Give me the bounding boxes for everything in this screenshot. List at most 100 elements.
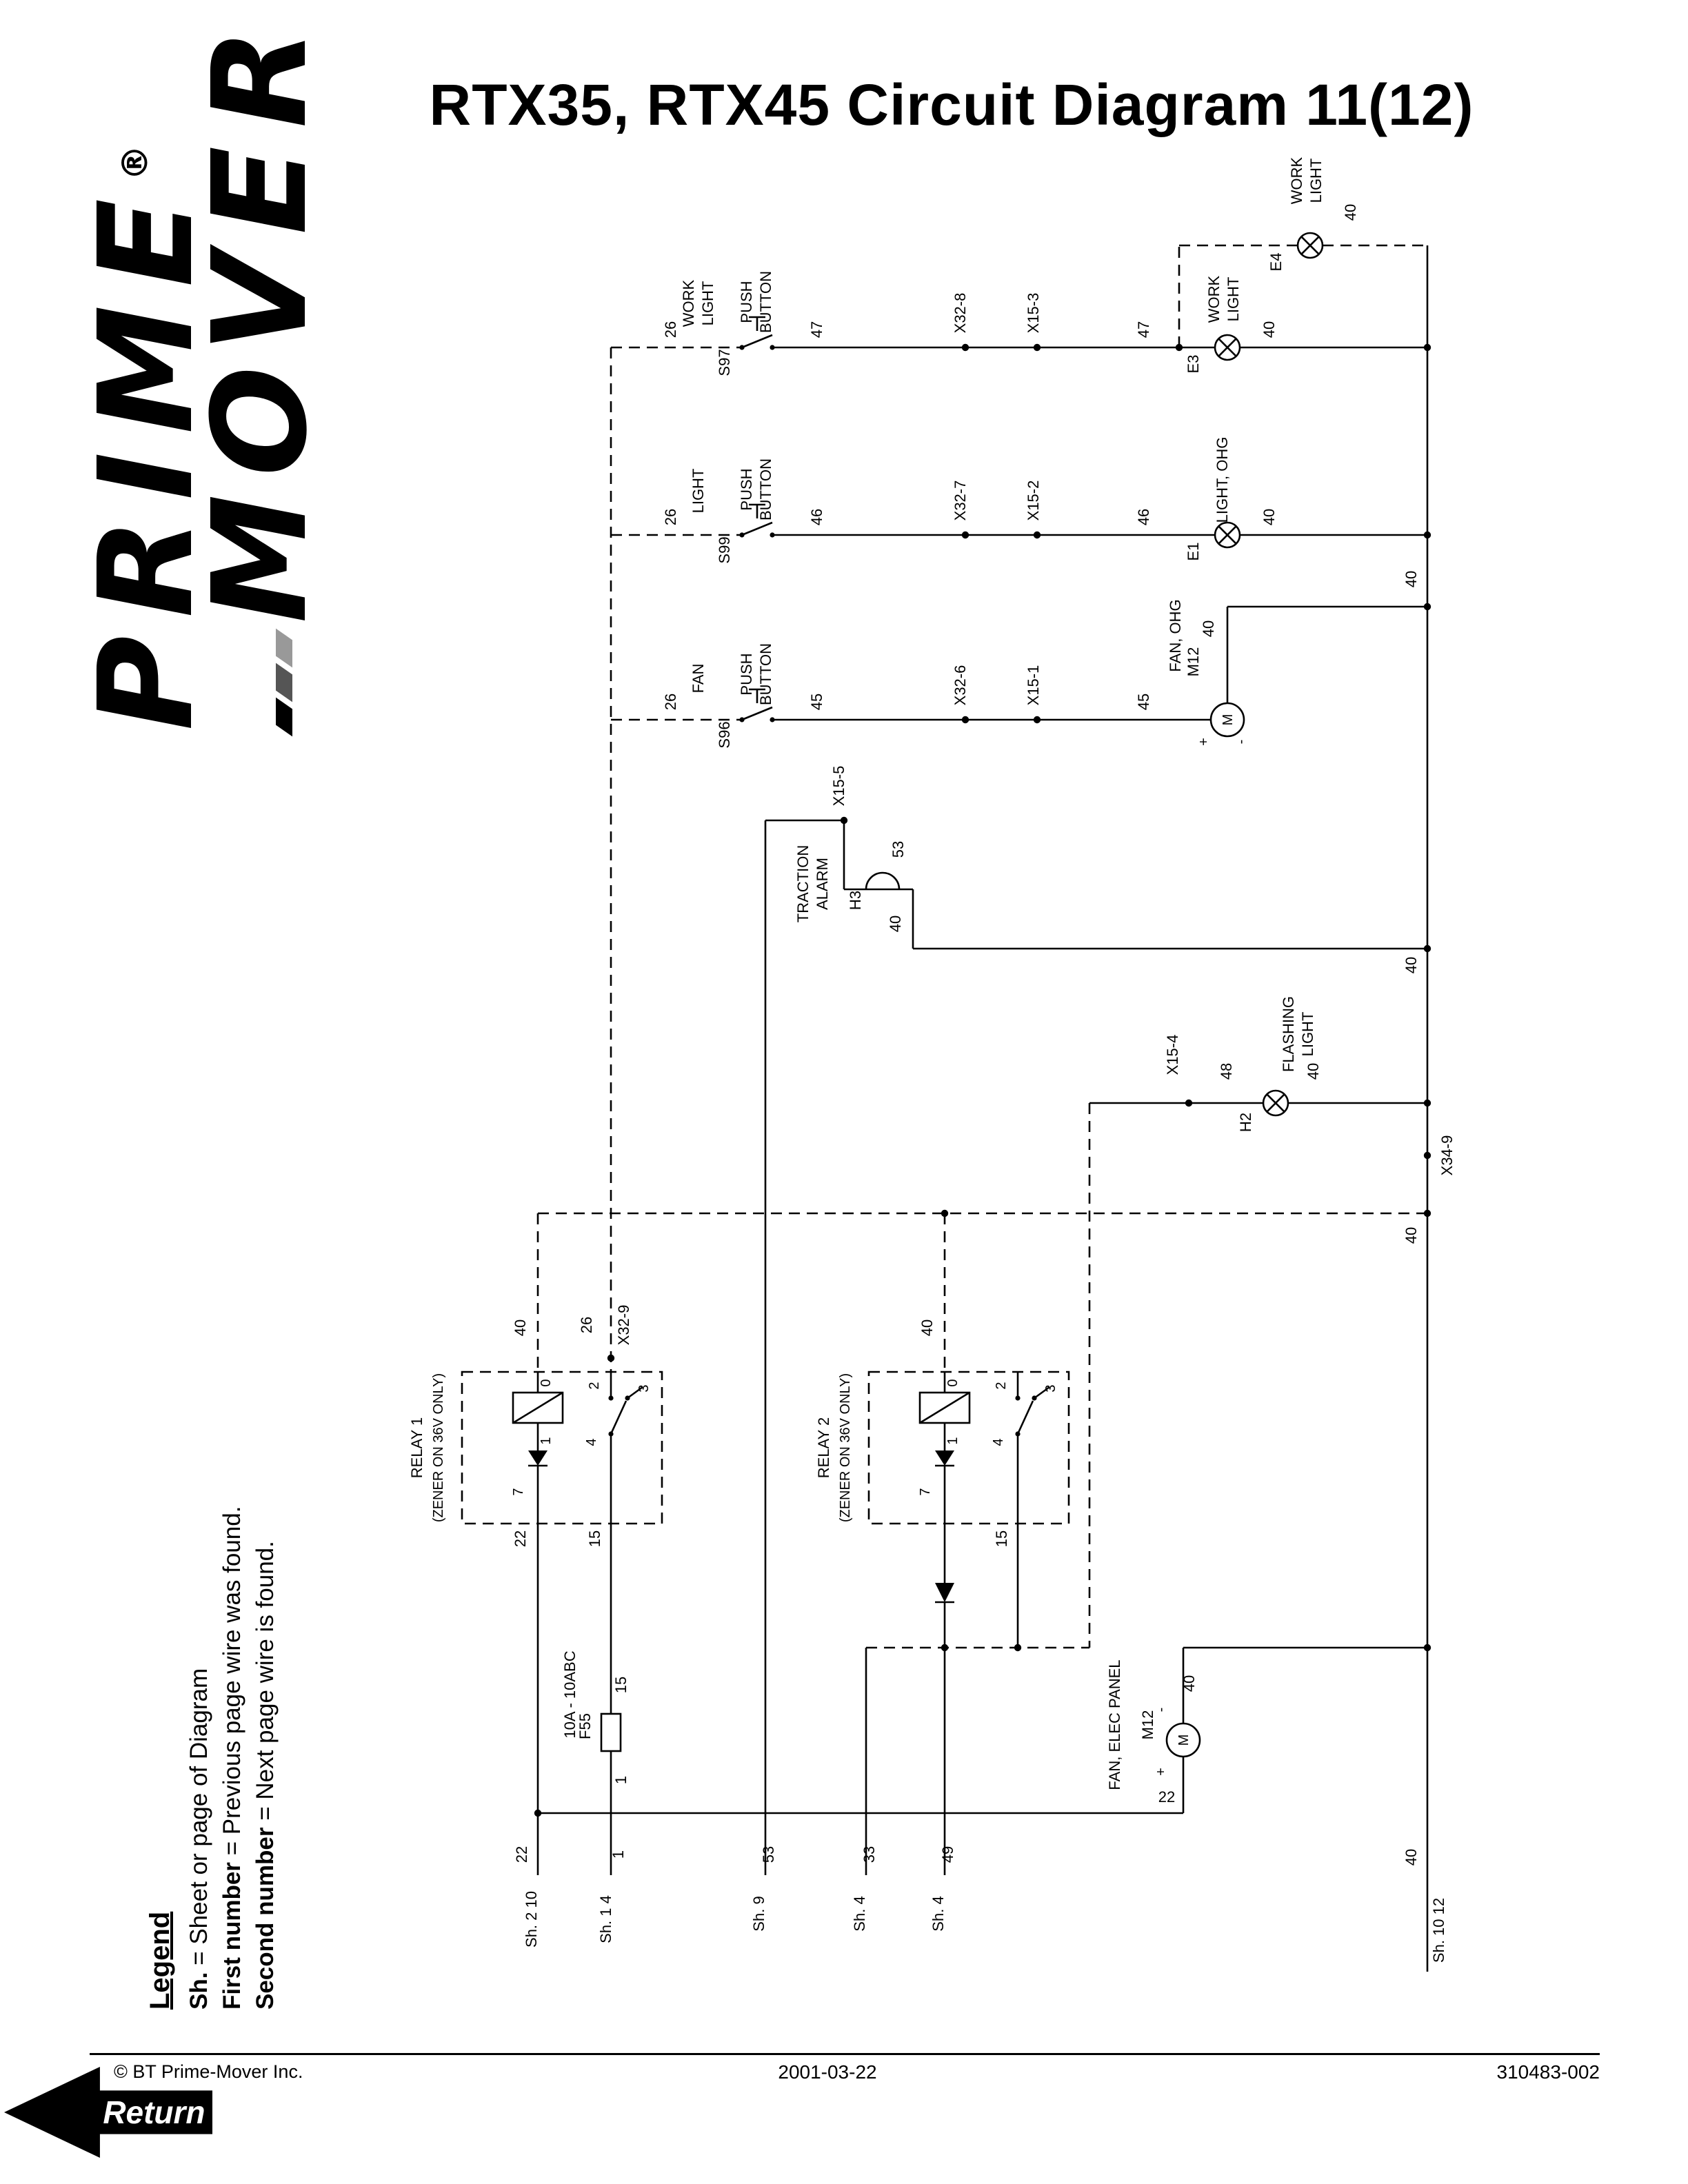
wire-label: 47	[1135, 321, 1152, 338]
component-ref: E1	[1185, 543, 1202, 561]
wire-label: 22	[1158, 1788, 1175, 1806]
lamp-e1	[1214, 521, 1241, 549]
connector-label: X32-7	[952, 481, 969, 521]
relay1-box	[461, 1371, 663, 1525]
relay1-coil	[512, 1391, 564, 1424]
pin-label: 3	[636, 1384, 652, 1392]
pin-label: 1	[945, 1437, 961, 1444]
pin-label: 4	[584, 1438, 599, 1446]
wire-label: 46	[808, 509, 825, 525]
lamp-cross	[1300, 236, 1320, 255]
relay1-zener-diode	[528, 1450, 547, 1466]
relay2-zener-diode	[935, 1450, 954, 1466]
wire-label: 40	[1403, 571, 1420, 587]
wire-label: 40	[1342, 204, 1359, 221]
sheet-ref: Sh. 10 12	[1430, 1898, 1447, 1963]
lamp-cross	[1218, 525, 1237, 545]
relay2-coil	[918, 1391, 971, 1424]
component-ref: M12	[1139, 1710, 1156, 1740]
polarity-label: +	[1154, 1768, 1169, 1776]
wire-label: 33	[861, 1846, 878, 1863]
connector-label: X15-2	[1025, 481, 1042, 521]
page-title: RTX35, RTX45 Circuit Diagram 11(12)	[429, 72, 1474, 137]
component-name: ALARM	[814, 858, 831, 910]
wire-dashed	[536, 244, 1427, 1649]
wire-label: 48	[1218, 1063, 1235, 1080]
pin-label: 7	[511, 1488, 526, 1495]
pin-label: 2	[587, 1382, 602, 1389]
component-name: FAN, OHG	[1167, 599, 1184, 671]
component-ref: E3	[1185, 355, 1202, 374]
footer-date: 2001-03-22	[778, 2061, 877, 2083]
component-ref: E4	[1267, 253, 1285, 272]
sheet-ref: Sh. 4	[930, 1896, 947, 1931]
component-name: 10A - 10ABC	[561, 1650, 579, 1738]
wire-label: 15	[993, 1530, 1010, 1547]
motor-m: M	[1220, 714, 1236, 726]
sheet-ref: Sh. 4	[851, 1896, 868, 1931]
component-name: LIGHT	[1299, 1012, 1316, 1057]
wire-label: 47	[808, 321, 825, 338]
component-name: WORK	[1288, 156, 1305, 204]
component-name: BUTTON	[757, 271, 774, 333]
component-ref: M12	[1185, 647, 1202, 677]
sheet-ref: Sh. 2 10	[523, 1891, 540, 1948]
connector-label: X32-8	[952, 293, 969, 334]
wire-label: 26	[662, 509, 679, 525]
connector-label: X34-9	[1438, 1135, 1456, 1176]
component-name: WORK	[1205, 275, 1223, 323]
relay2-box	[867, 1371, 1070, 1525]
wire-label: 15	[612, 1677, 630, 1693]
wire-label: 40	[1260, 321, 1278, 338]
wire-label: 22	[513, 1846, 530, 1863]
fuse-f55	[600, 1712, 622, 1752]
wire-label: 1	[612, 1776, 630, 1784]
wire-label: 40	[1180, 1675, 1198, 1692]
pin-label: 0	[539, 1379, 554, 1386]
relay1-coil-diagonal	[512, 1391, 563, 1424]
sheet-ref: Sh. 1 4	[597, 1895, 614, 1943]
component-name: RELAY 2	[815, 1417, 832, 1478]
component-name: LIGHT	[699, 281, 716, 326]
pin-label: 0	[945, 1379, 961, 1386]
component-ref: F55	[576, 1713, 594, 1739]
wire-label: 45	[808, 694, 825, 710]
connector-label: X15-5	[830, 766, 847, 807]
wire-label: 40	[1403, 957, 1420, 973]
wire-label: 26	[662, 694, 679, 710]
motor-m12-ohg	[1209, 702, 1245, 738]
motor-m: M	[1176, 1735, 1192, 1746]
wire	[772, 245, 1429, 1972]
component-name: LIGHT	[690, 469, 707, 514]
component-name: FAN	[690, 664, 707, 694]
lamp-cross	[1218, 338, 1237, 357]
wire-label: 46	[1135, 509, 1152, 525]
component-name: WORK	[680, 279, 697, 327]
relay2-coil-diagonal	[919, 1391, 970, 1424]
push-button-switch	[741, 503, 773, 536]
lamp-h2	[1262, 1089, 1289, 1117]
component-name: LIGHT, OHG	[1214, 437, 1231, 523]
relay-internal-wires	[536, 1372, 1050, 1524]
pin-label: 2	[994, 1382, 1009, 1389]
wire-label: 26	[578, 1317, 595, 1333]
polarity-label: -	[1234, 740, 1249, 745]
push-button-switch	[741, 688, 773, 721]
wire-label: 1	[610, 1850, 627, 1859]
component-ref: S97	[716, 349, 733, 376]
wire-label: 22	[512, 1530, 529, 1547]
component-name: FAN, ELEC PANEL	[1106, 1659, 1123, 1790]
wire-label: 40	[1403, 1849, 1420, 1866]
connector-label: X15-3	[1025, 293, 1042, 334]
polarity-label: +	[1196, 738, 1212, 746]
component-ref: S96	[716, 721, 733, 748]
component-ref: H2	[1237, 1113, 1254, 1132]
component-name: (ZENER ON 36V ONLY)	[838, 1373, 853, 1522]
push-button-switch	[741, 316, 773, 349]
wire-label: 45	[1135, 694, 1152, 710]
component-name: LIGHT	[1225, 277, 1242, 322]
wire-label: 40	[512, 1320, 529, 1336]
pin-label: 4	[991, 1438, 1006, 1446]
